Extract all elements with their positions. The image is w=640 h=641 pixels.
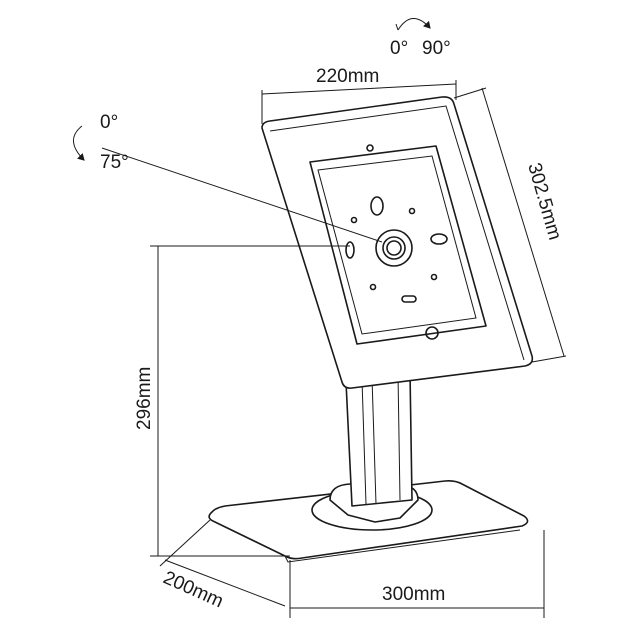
tilt-arrow-icon <box>73 125 85 161</box>
frame-height-label: 302.5mm <box>523 161 565 243</box>
tilt-start-label: 0° <box>100 112 118 133</box>
support-pole <box>345 371 413 507</box>
base-width-label: 300mm <box>382 584 445 605</box>
swivel-start-label: 0° <box>390 38 408 59</box>
dimension-lines <box>150 80 567 618</box>
base-depth-label: 200mm <box>160 567 226 612</box>
swivel-arrow-icon <box>397 18 431 31</box>
tablet-enclosure <box>101 96 534 389</box>
width-label: 220mm <box>316 66 379 87</box>
total-height-label: 296mm <box>134 367 155 430</box>
swivel-arrow-tail <box>395 23 399 31</box>
tilt-end-label: 75° <box>100 152 129 173</box>
swivel-end-label: 90° <box>422 38 451 59</box>
